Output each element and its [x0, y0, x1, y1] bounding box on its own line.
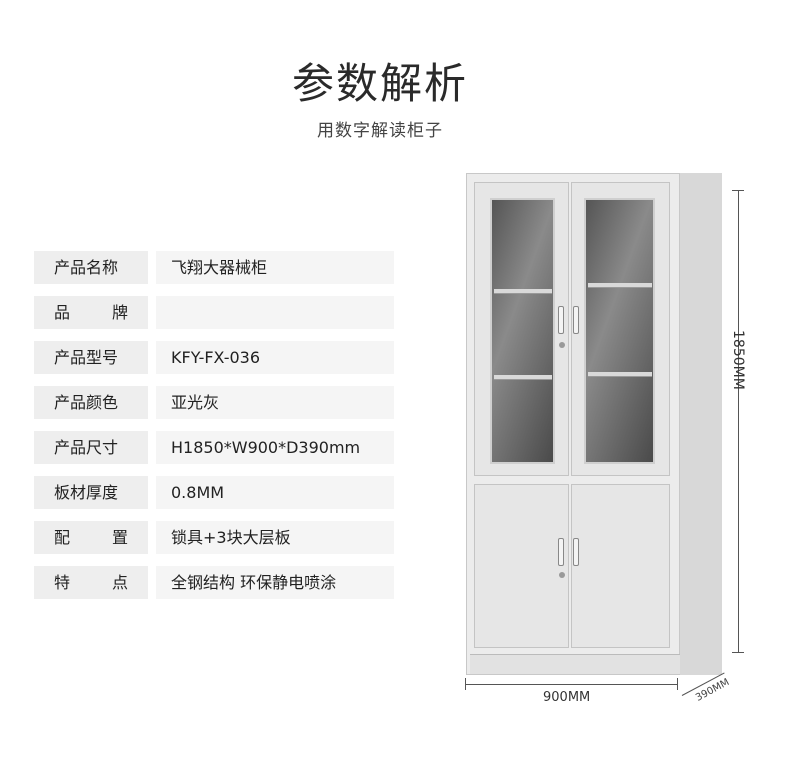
- dimension-tick: [465, 678, 466, 690]
- lower-right-door: [571, 484, 670, 648]
- spec-label: 产品名称: [34, 251, 148, 284]
- spec-label: 特 点: [34, 566, 148, 599]
- spec-value: KFY-FX-036: [156, 341, 394, 374]
- door-handle: [558, 538, 564, 566]
- shelf: [588, 372, 652, 377]
- depth-dimension-label: 390MM: [694, 676, 732, 704]
- left-glass-panel: [490, 198, 555, 464]
- spec-value: 亚光灰: [156, 386, 394, 419]
- page-title: 参数解析: [291, 59, 468, 108]
- door-handle: [573, 538, 579, 566]
- spec-label: 配 置: [34, 521, 148, 554]
- shelf: [494, 375, 552, 380]
- page-subtitle: 用数字解读柜子: [317, 121, 443, 141]
- shelf: [494, 289, 552, 294]
- height-dimension-line: [738, 190, 739, 652]
- spec-label-left: 品: [54, 303, 71, 322]
- cabinet-base: [470, 654, 680, 674]
- spec-value: 飞翔大器械柜: [156, 251, 394, 284]
- dimension-tick: [732, 190, 744, 191]
- spec-label-left: 配: [54, 528, 71, 547]
- door-handle: [573, 306, 579, 334]
- spec-label-right: 点: [111, 573, 128, 592]
- spec-label: 产品颜色: [34, 386, 148, 419]
- spec-label-right: 置: [111, 528, 128, 547]
- cabinet-side: [680, 173, 722, 675]
- height-dimension-label: 1850MM: [730, 330, 746, 390]
- dimension-tick: [732, 652, 744, 653]
- width-dimension-label: 900MM: [543, 690, 591, 705]
- spec-value: 0.8MM: [156, 476, 394, 509]
- spec-value: 全钢结构 环保静电喷涂: [156, 566, 394, 599]
- spec-label: 品 牌: [34, 296, 148, 329]
- door-handle: [558, 306, 564, 334]
- lock-icon: [559, 572, 565, 578]
- spec-value: [156, 296, 394, 329]
- spec-label-left: 特: [54, 573, 71, 592]
- dimension-tick: [677, 678, 678, 690]
- spec-label: 板材厚度: [34, 476, 148, 509]
- lower-left-door: [474, 484, 569, 648]
- lock-icon: [559, 342, 565, 348]
- spec-value: 锁具+3块大层板: [156, 521, 394, 554]
- shelf: [588, 283, 652, 288]
- spec-label-right: 牌: [111, 303, 128, 322]
- width-dimension-line: [465, 684, 677, 685]
- spec-label: 产品尺寸: [34, 431, 148, 464]
- right-glass-panel: [584, 198, 655, 464]
- spec-value: H1850*W900*D390mm: [156, 431, 394, 464]
- spec-label: 产品型号: [34, 341, 148, 374]
